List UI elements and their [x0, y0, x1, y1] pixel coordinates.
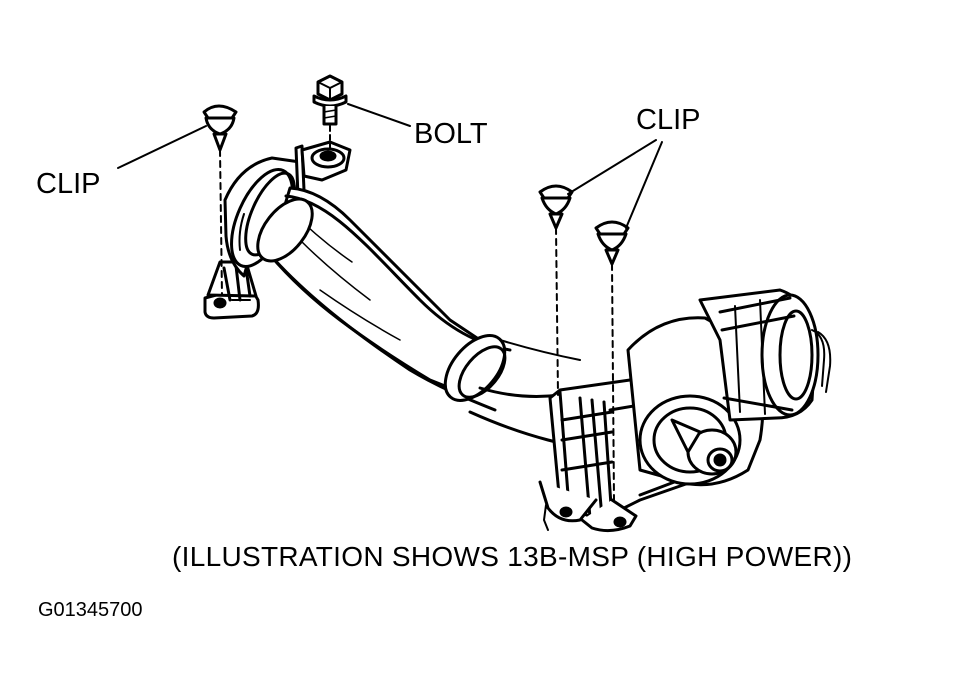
leader-lines	[117, 103, 663, 229]
clip-left-label: CLIP	[36, 168, 101, 200]
left-mount-bracket	[203, 260, 260, 320]
clip-right-b-icon	[594, 220, 630, 501]
clip-right-a-icon	[538, 184, 574, 396]
clip-left-icon	[202, 104, 238, 296]
bolt-bracket-tab	[294, 140, 352, 198]
figure-id: G01345700	[38, 599, 143, 621]
illustration-caption: (ILLUSTRATION SHOWS 13B-MSP (HIGH POWER)…	[172, 541, 853, 572]
clip-right-label: CLIP	[636, 104, 701, 136]
intake-duct-hose	[256, 186, 602, 450]
bolt-icon	[312, 74, 348, 151]
rear-duct-fitting	[698, 288, 832, 422]
bolt-label: BOLT	[414, 118, 488, 150]
throttle-body-housing	[538, 316, 765, 533]
